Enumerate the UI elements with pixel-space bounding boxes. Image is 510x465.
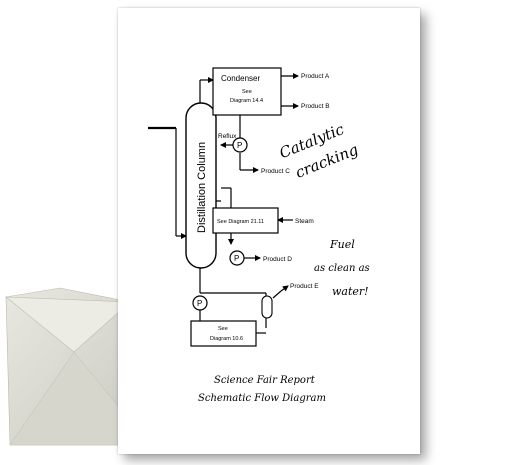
product-a-label: Product A (301, 73, 330, 80)
bottom-pump-symbol (192, 295, 208, 311)
condenser-see: See (242, 89, 252, 95)
product-c-label: Product C (261, 168, 290, 175)
distillation-column-vessel (185, 102, 217, 269)
bottom-box-see: See (218, 326, 228, 332)
pump-d-symbol (229, 250, 245, 266)
condenser-title: Condenser (221, 74, 260, 83)
fuel-annotation-line2: as clean as (314, 263, 370, 274)
caption-line1: Science Fair Report (214, 375, 316, 386)
steam-label: Steam (295, 218, 314, 225)
separator-vessel (261, 295, 273, 319)
bottom-box-diagram-ref: Diagram 10.6 (210, 336, 243, 342)
product-d-label: Product D (263, 256, 292, 263)
distillation-column-label: Distillation Column (196, 142, 208, 233)
fuel-annotation-line1: Fuel (329, 238, 355, 251)
fuel-annotation-line3: water! (332, 285, 369, 298)
condenser-diagram-ref: Diagram 14.4 (230, 98, 263, 104)
card-front: Distillation Column Condenser See Diagra… (118, 8, 420, 454)
reflux-label: Reflux (218, 133, 237, 140)
product-e-label: Product E (290, 283, 319, 290)
caption-line2: Schematic Flow Diagram (198, 393, 326, 404)
pump-d-label: P (234, 254, 239, 263)
middle-box-label: See Diagram 21.11 (217, 219, 264, 225)
reflux-pump-label: P (237, 141, 242, 150)
bottom-pump-label: P (197, 299, 202, 308)
bottom-process-box (190, 320, 257, 347)
reflux-pump-symbol (232, 137, 248, 153)
schematic-flow-diagram: Distillation Column Condenser See Diagra… (148, 67, 370, 404)
condenser-box (212, 67, 282, 116)
product-b-label: Product B (301, 103, 330, 110)
middle-process-box (212, 207, 279, 234)
